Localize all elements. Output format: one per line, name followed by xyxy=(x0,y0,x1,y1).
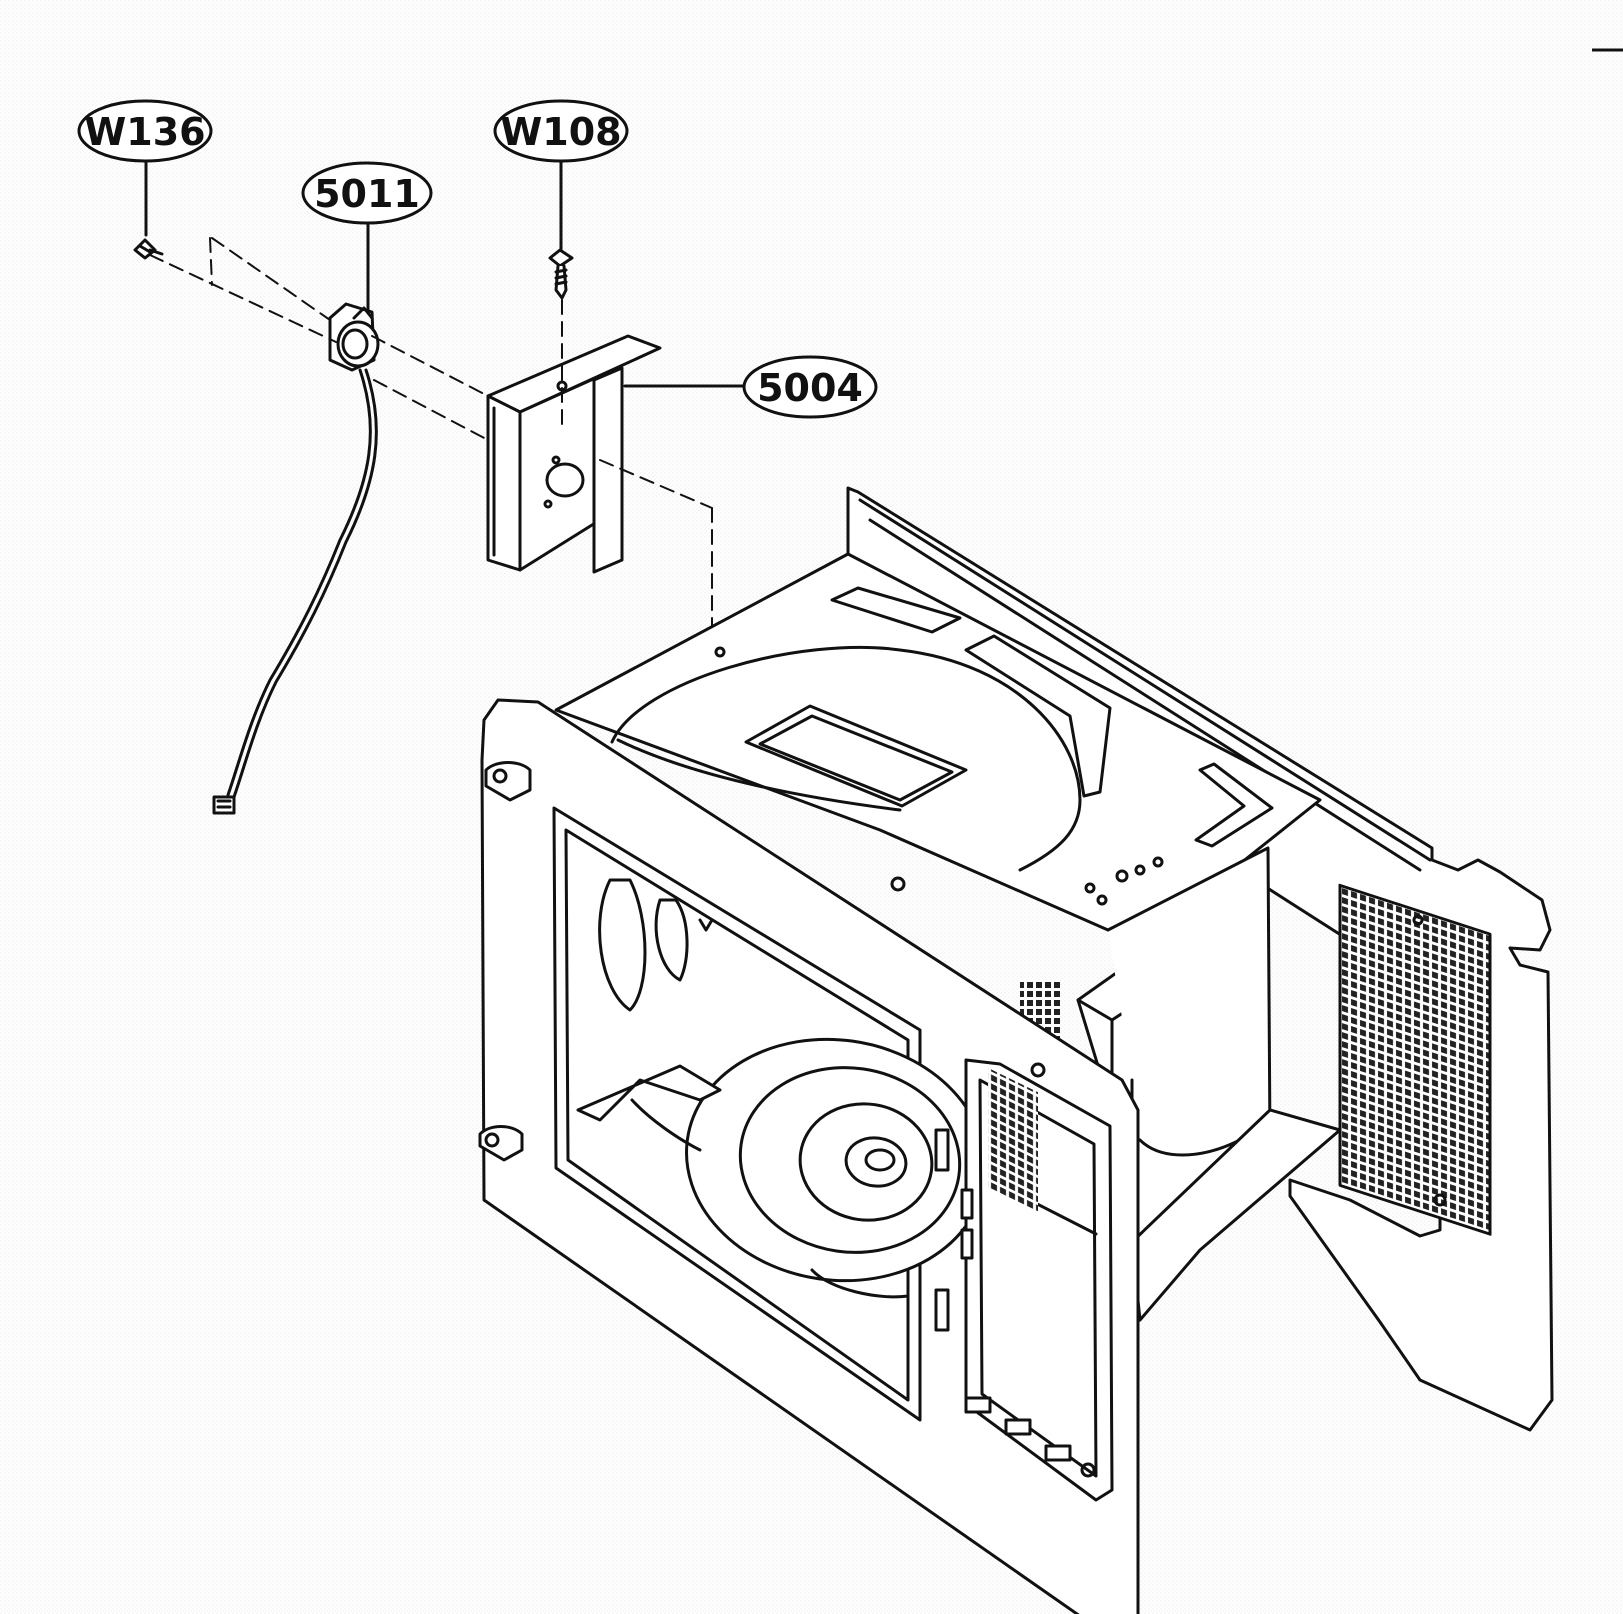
oven-cavity-assembly xyxy=(478,486,1554,1614)
callout-w108: W108 xyxy=(493,99,629,254)
screw-w108 xyxy=(548,248,574,300)
top-window xyxy=(744,704,968,808)
callout-5004: 5004 xyxy=(623,355,878,419)
screw-w136 xyxy=(133,238,164,260)
frame-slots xyxy=(934,1128,1072,1462)
hinge-pins xyxy=(478,761,532,1162)
part-5004-bracket xyxy=(486,334,662,574)
vent-grille xyxy=(1338,883,1492,1236)
callout-w108-label: W108 xyxy=(500,110,621,154)
part-5011-sensor xyxy=(212,302,380,815)
exploded-guide-lines xyxy=(149,237,713,651)
callout-w136-label: W136 xyxy=(84,110,205,154)
callout-5004-label: 5004 xyxy=(757,366,863,410)
callout-5011-label: 5011 xyxy=(314,172,420,216)
callout-w136: W136 xyxy=(77,99,213,237)
callout-5011: 5011 xyxy=(301,161,433,312)
